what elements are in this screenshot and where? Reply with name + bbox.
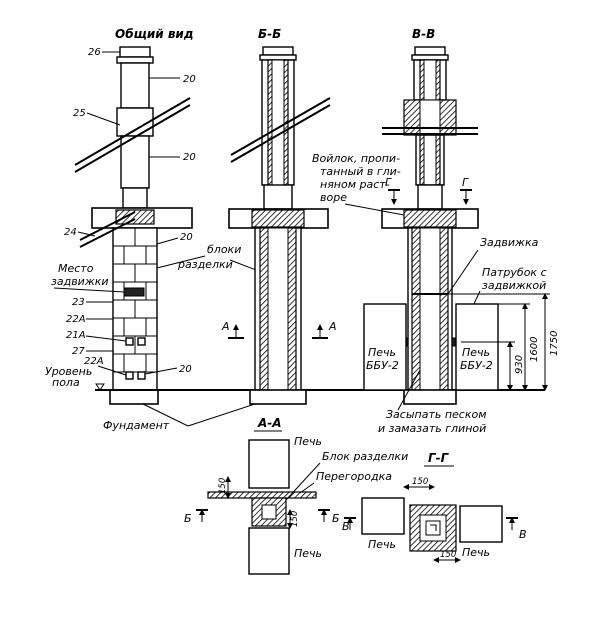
mark-b-left: Б — [184, 512, 192, 525]
label-pech-aa-top: Печь — [294, 435, 322, 448]
stove-aa-top — [248, 439, 290, 489]
callout-25: 25 — [73, 108, 86, 119]
label-mesto-1: Место — [58, 262, 94, 275]
callout-22a-bot: 22А — [84, 356, 104, 367]
section-vv-title: В-В — [412, 27, 435, 41]
label-voilok-3: няном раст- — [320, 178, 390, 191]
label-voilok-4: воре — [320, 191, 347, 204]
label-razdelki: разделки — [177, 258, 233, 271]
general-view: Общий вид — [45, 27, 196, 405]
dim-930: 930 — [514, 355, 525, 374]
label-pech-gg-l: Печь — [368, 538, 396, 551]
mark-a-left: А — [221, 320, 230, 333]
dim-1600: 1600 — [529, 337, 540, 362]
callout-22a-top: 22А — [66, 314, 86, 325]
general-brick-courses — [113, 228, 157, 373]
stove-gg-right — [459, 505, 503, 543]
dim-150-aa-top: 150 — [218, 478, 228, 494]
dim-1750: 1750 — [549, 331, 560, 356]
label-zasypat-2: и замазать глиной — [378, 422, 486, 435]
callout-23: 23 — [72, 297, 85, 308]
callout-20-a: 20 — [183, 74, 196, 85]
dim-150-gg-bot: 150 — [440, 550, 456, 560]
label-uroven-2: пола — [52, 376, 80, 389]
section-gg-title: Г-Г — [428, 451, 450, 465]
label-pech-bbu-r2: ББУ-2 — [460, 359, 493, 372]
label-zadvizhka: Задвижка — [480, 236, 539, 249]
mark-a-right: А — [328, 320, 337, 333]
label-bloki: блоки — [207, 243, 241, 256]
stove-bbu-left — [363, 303, 407, 391]
label-pech-bbu-r1: Печь — [462, 346, 490, 359]
stove-bbu-right — [455, 303, 499, 391]
dimensions-vv: 1750 1600 930 — [448, 293, 560, 391]
section-gg: Г-Г Печь Печь 150 150 В В — [342, 451, 527, 563]
callout-27: 27 — [72, 346, 85, 357]
label-voilok-2: танный в гли- — [320, 165, 401, 178]
mark-g-right: Г — [462, 176, 469, 189]
callout-21a: 21А — [66, 330, 86, 341]
mark-b-right: Б — [332, 512, 340, 525]
callout-20-b: 20 — [183, 152, 196, 163]
dim-150-gg-top: 150 — [412, 477, 428, 487]
label-pech-bbu-l2: ББУ-2 — [366, 359, 399, 372]
stove-aa-bot — [248, 527, 290, 575]
section-bb-title: Б-Б — [258, 27, 281, 41]
section-bb: Б-Б А А — [221, 27, 337, 405]
general-view-title: Общий вид — [115, 27, 194, 41]
label-voilok-1: Войлок, пропи- — [312, 152, 400, 165]
section-aa-title: А-А — [257, 416, 282, 430]
label-uroven-1: Уровень — [45, 365, 92, 378]
label-pech-gg-r: Печь — [462, 546, 490, 559]
label-pech-bbu-l1: Печь — [368, 346, 396, 359]
callout-26: 26 — [88, 47, 101, 58]
callout-20-c: 20 — [180, 232, 193, 243]
callout-24: 24 — [64, 227, 77, 238]
label-patrubok-1: Патрубок с — [482, 266, 547, 279]
label-zasypat-1: Засыпать песком — [386, 408, 487, 421]
mark-v-left: В — [342, 520, 350, 533]
mark-g-left: Г — [385, 176, 392, 189]
section-aa: А-А Печь Печь Блок разделки Перегородка … — [184, 416, 408, 575]
label-patrubok-2: задвижкой — [482, 279, 546, 292]
callout-20-d: 20 — [179, 364, 192, 375]
label-peregorodka: Перегородка — [316, 470, 392, 483]
label-mesto-2: задвижки — [51, 275, 109, 288]
mark-v-right: В — [519, 528, 527, 541]
label-fundament: Фундамент — [103, 419, 170, 432]
dim-150-aa-side: 150 — [290, 511, 300, 527]
label-pech-aa-bot: Печь — [294, 547, 322, 560]
stove-gg-left — [361, 497, 405, 535]
label-blok-razdelki: Блок разделки — [322, 450, 408, 463]
